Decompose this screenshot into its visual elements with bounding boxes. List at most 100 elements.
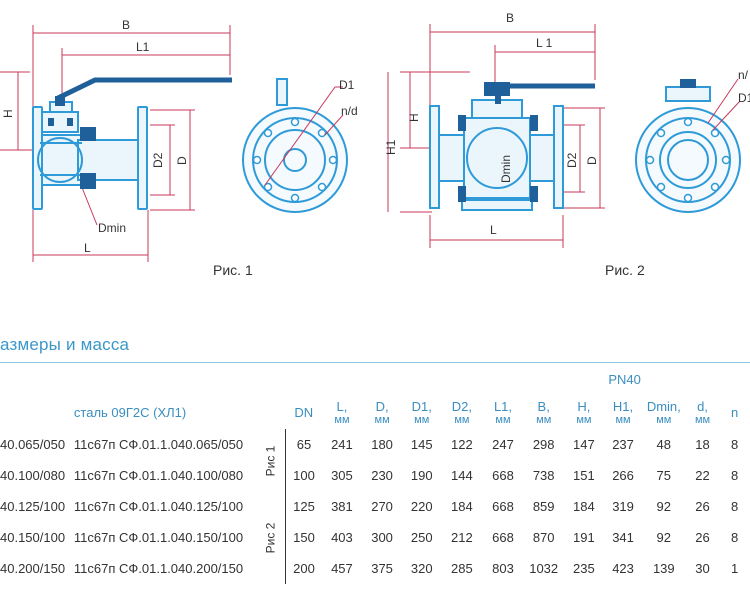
table-cell: 8 — [731, 499, 739, 514]
table-cell: 65 — [296, 437, 312, 452]
table-cell: 147 — [573, 437, 595, 452]
figure-1-side-view: B L1 H D2 D L Dmin — [0, 18, 232, 262]
table-cell: 305 — [331, 468, 353, 483]
fig1-label-l1: L1 — [136, 40, 150, 54]
table-cell: 320 — [410, 561, 433, 576]
table-column-header-row: сталь 09Г2С (ХЛ1) DN L,мм D,мм D1,мм D2,… — [0, 395, 750, 429]
table-cell: 125 — [293, 499, 315, 514]
col-header: L1,мм — [493, 398, 513, 426]
fig2-label-d1: D1 — [738, 91, 750, 105]
table-cell: 144 — [451, 468, 473, 483]
row-code-full: 11с67п СФ.01.1.040.065/050 — [73, 437, 244, 452]
table-cell: 381 — [331, 499, 353, 514]
col-header: D1,мм — [411, 398, 432, 426]
table-cell: 859 — [532, 499, 555, 514]
table-cell: 8 — [731, 468, 739, 483]
table-cell: 668 — [492, 530, 514, 545]
table-cell: 250 — [410, 530, 433, 545]
table-cell: 341 — [612, 530, 634, 545]
table-cell: 738 — [532, 468, 555, 483]
fig2-label-d: D — [585, 156, 599, 165]
section-divider — [0, 362, 750, 363]
table-cell: 247 — [492, 437, 514, 452]
table-cell: 403 — [331, 530, 353, 545]
table-cell: 230 — [371, 468, 393, 483]
fig1-label-d1: D1 — [339, 78, 355, 92]
row-code-short: 40.100/080 — [0, 468, 66, 483]
table-cell: 48 — [656, 437, 672, 452]
table-cell: 300 — [371, 530, 393, 545]
table-cell: 457 — [331, 561, 353, 576]
fig1-label-l: L — [84, 241, 91, 255]
table-cell: 423 — [612, 561, 634, 576]
table-cell: 100 — [293, 468, 315, 483]
table-row: 40.200/150 11с67п СФ.01.1.040.200/150 200 4… — [0, 553, 750, 584]
table-cell: 184 — [573, 499, 595, 514]
row-code-full: 11с67п СФ.01.1.040.200/150 — [73, 561, 244, 576]
table-cell: 200 — [293, 561, 315, 576]
figure-group-label: Рис 1 — [254, 429, 287, 491]
col-header: L,мм — [334, 398, 350, 426]
row-code-short: 40.200/150 — [0, 561, 66, 576]
fig2-label-d2: D2 — [565, 152, 579, 168]
table-cell: 8 — [731, 437, 739, 452]
table-cell: 870 — [532, 530, 555, 545]
table-cell: 8 — [731, 530, 739, 545]
table-cell: 26 — [695, 530, 710, 545]
col-header: Dmin,мм — [646, 398, 681, 426]
fig1-label-h: H — [1, 109, 15, 118]
table-pn-header-row: PN40 — [0, 364, 750, 395]
table-cell: 191 — [573, 530, 595, 545]
fig1-label-d2: D2 — [151, 152, 165, 168]
table-cell: 266 — [612, 468, 634, 483]
figure-group-label: Рис 2 — [254, 491, 287, 584]
table-cell: 237 — [612, 437, 634, 452]
fig2-label-b: B — [506, 11, 514, 25]
fig1-label-b: B — [122, 18, 130, 32]
table-cell: 92 — [656, 499, 672, 514]
table-cell: 184 — [451, 499, 473, 514]
table-cell: 668 — [492, 468, 514, 483]
table-cell: 803 — [492, 561, 514, 576]
table-cell: 285 — [451, 561, 473, 576]
table-cell: 375 — [371, 561, 393, 576]
table-cell: 270 — [371, 499, 393, 514]
table-cell: 180 — [371, 437, 393, 452]
table-cell: 298 — [532, 437, 555, 452]
col-header: D,мм — [374, 398, 390, 426]
col-header: DN — [294, 404, 314, 420]
col-header: d,мм — [694, 398, 711, 426]
table-cell: 319 — [612, 499, 634, 514]
row-code-short: 40.065/050 — [0, 437, 66, 452]
table-cell: 139 — [652, 561, 675, 576]
fig2-label-l1: L 1 — [536, 36, 553, 50]
figure-2-flange-view: n/ D1 — [635, 68, 750, 213]
fig2-label-l: L — [490, 223, 497, 237]
table-cell: 668 — [492, 499, 514, 514]
col-header: H1,мм — [612, 398, 634, 426]
table-cell: 190 — [410, 468, 433, 483]
fig1-label-dmin: Dmin — [98, 221, 126, 235]
table-cell: 235 — [573, 561, 595, 576]
fig1-label-d: D — [175, 156, 189, 165]
figure-1-flange-view: D1 n/d — [242, 78, 358, 213]
figure-2-side-view: B L 1 H H1 Dmin D2 D L — [384, 11, 605, 248]
col-header: H,мм — [576, 398, 592, 426]
table-row: 40.065/050 11с67п СФ.01.1.040.065/050 Рис … — [0, 429, 750, 491]
figure-2-caption: Рис. 2 — [605, 262, 645, 278]
table-cell: 1 — [731, 561, 739, 576]
row-code-short: 40.125/100 — [0, 499, 66, 514]
table-row: 40.100/080 11с67п СФ.01.1.040.100/080 100 3… — [0, 460, 750, 491]
dimensions-table: PN40 сталь 09Г2С (ХЛ1) DN L,мм D,мм D1,м… — [0, 364, 750, 584]
table-cell: 145 — [410, 437, 433, 452]
fig1-label-nd: n/d — [341, 104, 358, 118]
table-cell: 151 — [573, 468, 595, 483]
col-header: n — [731, 404, 739, 420]
fig2-label-nd: n/ — [738, 68, 749, 82]
row-code-short: 40.150/100 — [0, 530, 66, 545]
row-code-full: 11с67п СФ.01.1.040.100/080 — [73, 468, 244, 483]
col-header: D2,мм — [451, 398, 472, 426]
